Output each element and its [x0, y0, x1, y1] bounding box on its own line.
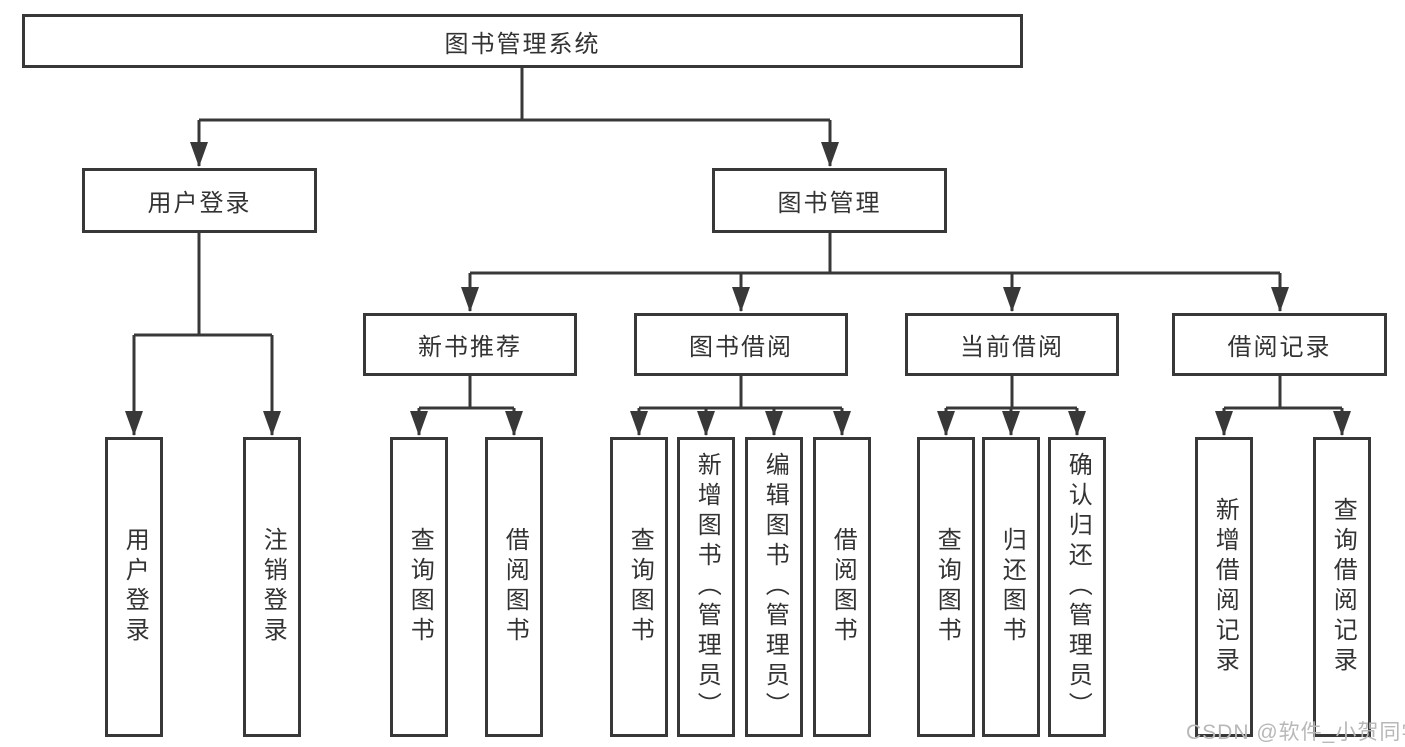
node-label: 归还图书 — [998, 527, 1026, 647]
node-label: 借阅图书 — [829, 527, 857, 647]
node-borrowing-records: 借阅记录 — [1172, 313, 1387, 376]
node-label: 确认归还（管理员） — [1064, 452, 1092, 722]
node-user-login: 用户登录 — [82, 168, 317, 233]
node-label: 编辑图书（管理员） — [761, 452, 789, 722]
connector-new-book-recommendation-children — [410, 375, 523, 436]
node-label: 注销登录 — [259, 527, 287, 647]
node-leaf-add-book-admin: 新增图书（管理员） — [677, 437, 735, 737]
node-leaf-query-books-borrow: 查询图书 — [610, 437, 668, 737]
connector-book-management-children — [461, 231, 1289, 312]
node-leaf-confirm-return-admin: 确认归还（管理员） — [1048, 437, 1106, 737]
node-leaf-return-book: 归还图书 — [982, 437, 1040, 737]
node-leaf-logout: 注销登录 — [243, 437, 301, 737]
node-label: 新增借阅记录 — [1211, 497, 1239, 677]
node-label: 借阅图书 — [501, 527, 529, 647]
node-leaf-add-borrow-record: 新增借阅记录 — [1195, 437, 1253, 737]
connector-root-to-level2 — [190, 67, 839, 167]
node-leaf-borrow-books: 借阅图书 — [813, 437, 871, 737]
node-book-borrowing: 图书借阅 — [634, 313, 848, 376]
node-leaf-user-login: 用户登录 — [105, 437, 163, 737]
node-label: 图书管理 — [777, 190, 882, 217]
node-leaf-query-borrow-record: 查询借阅记录 — [1313, 437, 1371, 737]
node-label: 查询图书 — [933, 527, 961, 647]
csdn-watermark: CSDN @软件_小贺同学 — [1186, 721, 1405, 744]
node-label: 当前借阅 — [960, 334, 1064, 361]
node-leaf-edit-book-admin: 编辑图书（管理员） — [745, 437, 803, 737]
node-label: 新增图书（管理员） — [693, 452, 721, 722]
connector-user-login-children — [125, 231, 281, 436]
node-label: 查询图书 — [406, 527, 434, 647]
node-label: 图书借阅 — [689, 334, 793, 361]
connector-current-borrowing-children — [937, 375, 1086, 436]
node-label: 新书推荐 — [418, 334, 522, 361]
node-leaf-query-books-recommend: 查询图书 — [390, 437, 448, 737]
connector-borrowing-records-children — [1215, 375, 1351, 436]
node-label: 借阅记录 — [1227, 334, 1332, 361]
node-label: 查询图书 — [626, 527, 654, 647]
connector-book-borrowing-children — [630, 375, 851, 436]
node-label: 图书管理系统 — [444, 30, 601, 58]
node-label: 查询借阅记录 — [1329, 497, 1357, 677]
node-leaf-query-books-current: 查询图书 — [917, 437, 975, 737]
node-book-management: 图书管理 — [712, 168, 947, 233]
node-current-borrowing: 当前借阅 — [905, 313, 1119, 376]
node-new-book-recommendation: 新书推荐 — [363, 313, 577, 376]
node-leaf-borrow-books-recommend: 借阅图书 — [485, 437, 543, 737]
node-label: 用户登录 — [147, 190, 252, 217]
node-library-management-system: 图书管理系统 — [22, 14, 1023, 68]
node-label: 用户登录 — [121, 527, 149, 647]
